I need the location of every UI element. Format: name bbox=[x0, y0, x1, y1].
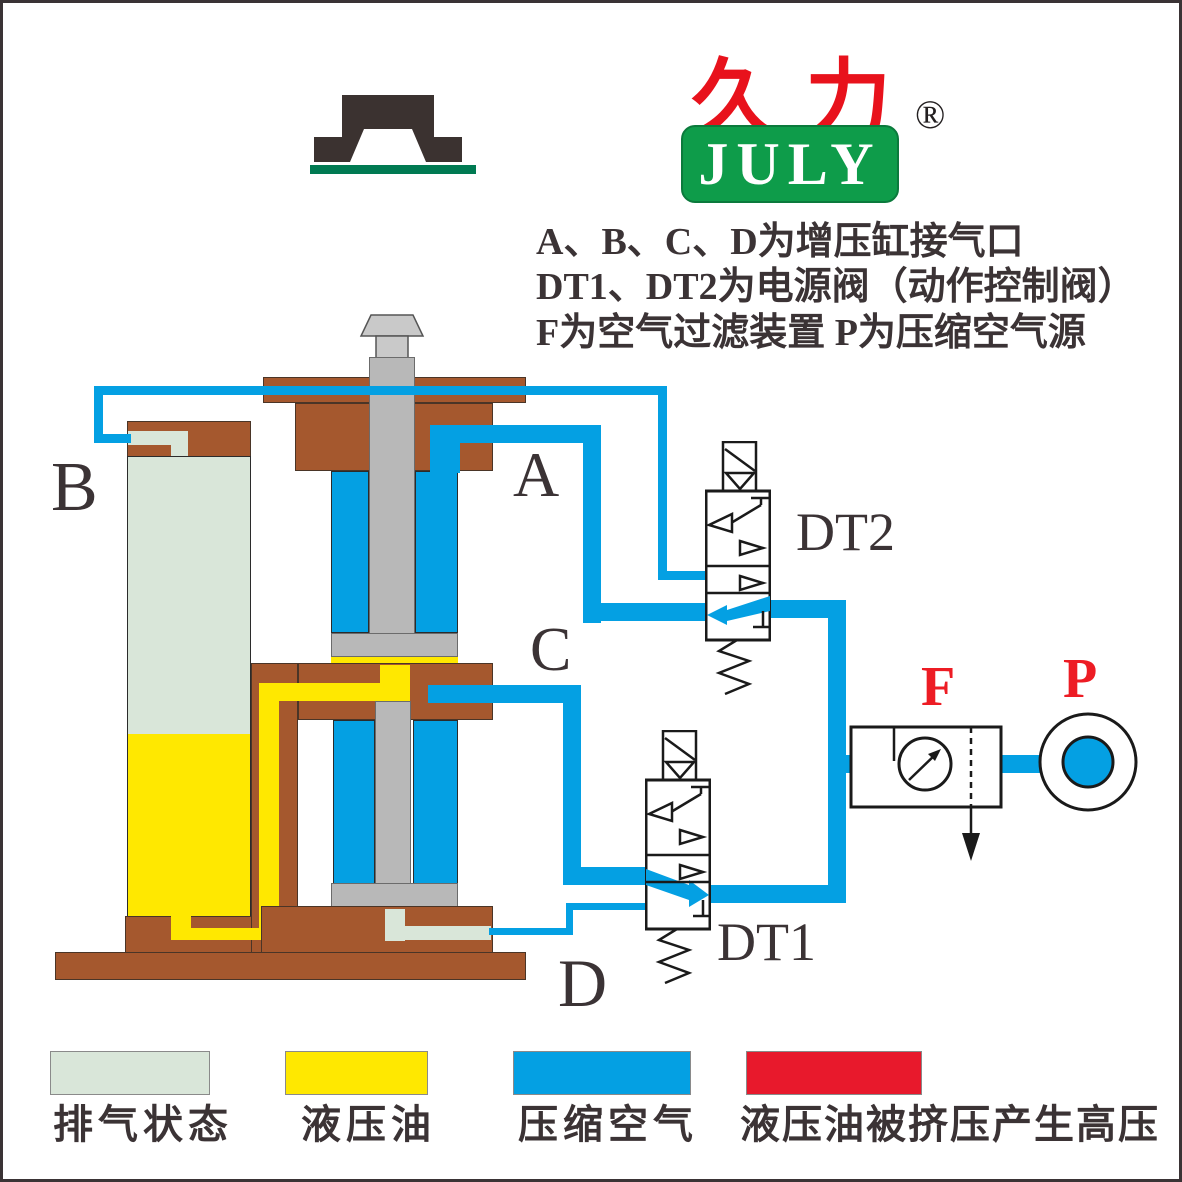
legend-label-high-pressure: 液压油被挤压产生高压 bbox=[740, 1102, 1160, 1147]
registered-mark: ® bbox=[915, 92, 946, 137]
tank-oil-zone bbox=[128, 734, 250, 919]
pipe-b-top-horizontal bbox=[94, 386, 667, 395]
tank-exhaust-zone bbox=[128, 457, 250, 734]
press-logo-baseline bbox=[310, 165, 476, 174]
pipe-a-vertical bbox=[583, 443, 601, 623]
exhaust-channel-horizontal bbox=[385, 926, 491, 940]
oil-channel-tank-notch bbox=[171, 916, 191, 930]
valve-dt2-symbol bbox=[705, 441, 771, 696]
pipe-filter-to-source bbox=[999, 755, 1043, 773]
upper-oil-film bbox=[331, 657, 458, 665]
pipe-a-horizontal bbox=[430, 425, 601, 443]
pipe-d-to-dt1 bbox=[566, 903, 647, 910]
oil-tank-body bbox=[127, 456, 251, 919]
port-label-b: B bbox=[51, 449, 98, 526]
brand-badge: JULY bbox=[681, 125, 899, 203]
legend-swatch-high-pressure bbox=[746, 1051, 922, 1095]
pipe-dt2-exit bbox=[769, 600, 846, 618]
spring-icon bbox=[655, 927, 693, 985]
pipe-d-horizontal bbox=[489, 928, 573, 935]
pipe-b-tank-stub bbox=[94, 434, 131, 443]
port-label-c: C bbox=[530, 616, 572, 684]
filter-label-f: F bbox=[921, 656, 956, 718]
drain-arrow-icon bbox=[962, 833, 980, 861]
base-plate bbox=[55, 952, 526, 980]
pipe-a-to-dt2 bbox=[583, 603, 707, 621]
flow-arrow-icon bbox=[646, 869, 709, 907]
legend-label-exhaust: 排气状态 bbox=[53, 1102, 233, 1147]
pipe-c-vertical bbox=[563, 703, 581, 885]
valve-dt1-symbol bbox=[645, 730, 711, 985]
description-line-1: A、B、C、D为增压缸接气口 bbox=[536, 221, 1024, 263]
lower-chamber-right bbox=[413, 720, 458, 886]
pipe-c-horizontal bbox=[428, 685, 581, 703]
pipe-dt1-exit bbox=[709, 885, 846, 903]
description-line-3: F为空气过滤装置 P为压缩空气源 bbox=[536, 312, 1086, 354]
legend-swatch-oil bbox=[285, 1051, 428, 1095]
valve-label-dt2: DT2 bbox=[796, 502, 895, 562]
oil-channel-mid-riser bbox=[380, 665, 410, 683]
pipe-b-left-vertical bbox=[94, 386, 103, 443]
pipe-b-dt2-vertical bbox=[658, 386, 667, 580]
pipe-c-to-dt1 bbox=[563, 867, 647, 885]
air-source-symbol bbox=[1038, 712, 1138, 812]
lower-chamber-left bbox=[333, 720, 375, 886]
legend-label-oil: 液压油 bbox=[301, 1102, 436, 1147]
valve-label-dt1: DT1 bbox=[717, 912, 816, 972]
press-logo-icon bbox=[314, 95, 462, 162]
legend-swatch-air bbox=[513, 1051, 691, 1095]
upper-chamber-left bbox=[331, 471, 369, 633]
lower-piston-rod bbox=[375, 701, 411, 891]
upper-piston-rod bbox=[369, 357, 415, 635]
oil-channel-column bbox=[259, 693, 279, 940]
pipe-d-vertical bbox=[566, 903, 573, 935]
description-line-2: DT1、DT2为电源阀（动作控制阀） bbox=[536, 266, 1136, 308]
pipe-supply-riser bbox=[828, 600, 846, 903]
legend-label-air: 压缩空气 bbox=[518, 1102, 698, 1147]
port-label-a: A bbox=[513, 439, 560, 510]
air-filter-symbol bbox=[849, 725, 1003, 861]
pipe-filter-inlet bbox=[843, 755, 853, 773]
oil-channel-bottom-horizontal bbox=[171, 928, 279, 940]
tank-cap-vent-drop bbox=[171, 431, 188, 458]
upper-piston bbox=[331, 633, 458, 657]
piston-rod-bolt bbox=[359, 314, 425, 362]
spring-icon bbox=[715, 638, 753, 696]
pipe-a-port-drop bbox=[430, 425, 460, 473]
oil-channel-mid-horizontal bbox=[259, 683, 410, 701]
flow-arrow-icon bbox=[707, 596, 770, 625]
source-label-p: P bbox=[1063, 648, 1098, 710]
pipe-b-dt2-stub bbox=[658, 571, 707, 580]
brand-name-en: JULY bbox=[698, 130, 882, 197]
port-label-d: D bbox=[558, 945, 608, 1021]
legend-swatch-exhaust bbox=[50, 1051, 210, 1095]
upper-chamber-right bbox=[415, 471, 458, 633]
